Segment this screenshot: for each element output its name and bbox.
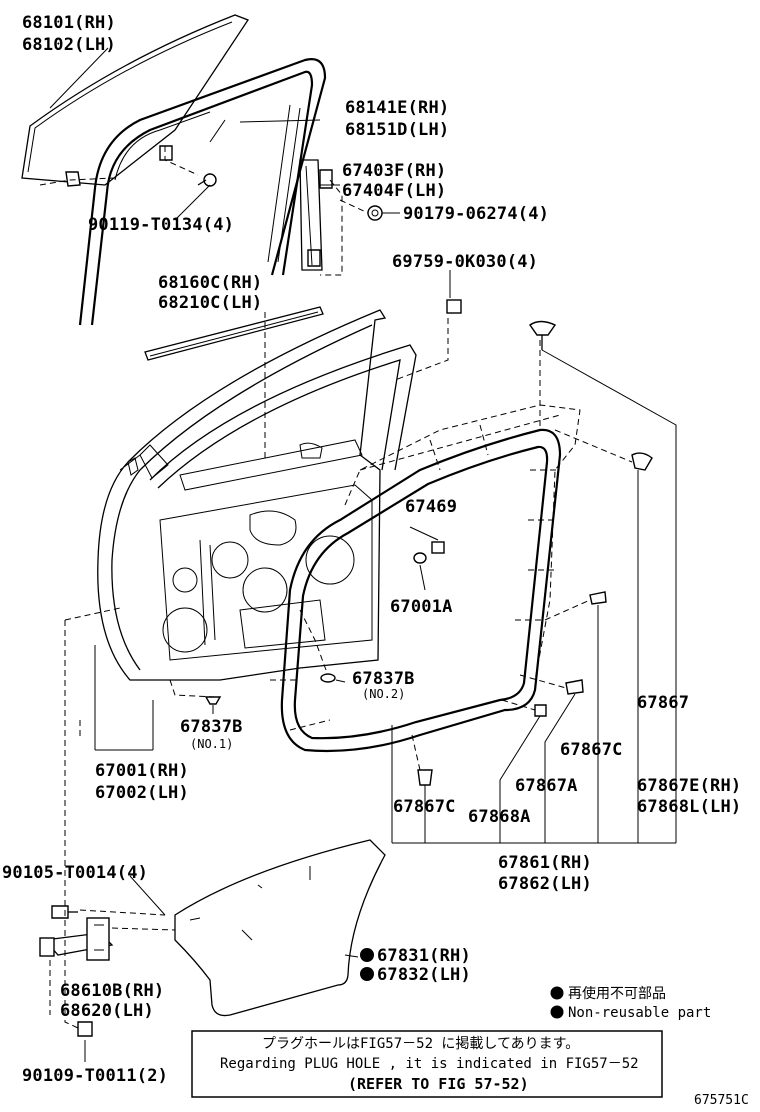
note-english: Regarding PLUG HOLE , it is indicated in…	[220, 1056, 639, 1072]
top-clip-drawing	[446, 299, 462, 314]
plug-b1-drawing	[204, 696, 222, 705]
legend-japanese: 再使用不可部品	[568, 985, 666, 1002]
svg-text:67837B: 67837B	[352, 669, 415, 689]
svg-text:68610B(RH): 68610B(RH)	[60, 981, 164, 1001]
svg-text:(NO.1): (NO.1)	[190, 737, 233, 751]
sash-bolt-drawing	[367, 205, 383, 221]
weatherstrip-drawing	[270, 404, 581, 753]
svg-text:67831(RH): 67831(RH)	[377, 946, 471, 966]
label-clip-67868a: 67868A	[468, 807, 531, 827]
hinge-bolt-drawing	[51, 905, 78, 919]
svg-text:67832(LH): 67832(LH)	[377, 965, 471, 985]
weatherstrip-clips-drawing	[417, 320, 653, 786]
legend-english: Non-reusable part	[568, 1005, 711, 1021]
svg-text:68151D(LH): 68151D(LH)	[345, 120, 449, 140]
label-check: 68610B(RH) 68620(LH)	[60, 981, 164, 1021]
label-clip-top: 69759-0K030(4)	[392, 252, 538, 272]
svg-text:67837B: 67837B	[180, 717, 243, 737]
label-bolt-sash: 90179-06274(4)	[403, 204, 549, 224]
rear-sash-drawing	[299, 159, 333, 271]
svg-text:67404F(LH): 67404F(LH)	[342, 181, 446, 201]
label-plug-b2: 67837B (NO.2)	[352, 669, 415, 701]
svg-text:67001(RH): 67001(RH)	[95, 761, 189, 781]
svg-text:67403F(RH): 67403F(RH)	[342, 161, 446, 181]
check-bolt-drawing	[77, 1021, 93, 1037]
label-glass: 68101(RH) 68102(LH)	[22, 13, 116, 55]
svg-text:67002(LH): 67002(LH)	[95, 783, 189, 803]
non-reusable-marker-icon	[550, 1005, 564, 1019]
plug-b2-drawing	[320, 673, 336, 683]
label-clip-67867e: 67867E(RH) 67868L(LH)	[637, 776, 741, 817]
door-panel-drawing	[97, 309, 417, 681]
plug-a-drawing	[413, 552, 427, 564]
non-reusable-marker-icon	[550, 986, 564, 1000]
run-channel-drawing	[78, 58, 327, 326]
door-check-drawing	[39, 917, 114, 961]
label-belt-moulding: 68160C(RH) 68210C(LH)	[158, 273, 262, 313]
svg-text:68101(RH): 68101(RH)	[22, 13, 116, 33]
label-plug-b1: 67837B (NO.1)	[180, 717, 243, 751]
svg-text:68620(LH): 68620(LH)	[60, 1001, 154, 1021]
label-bolt-hinge: 90105-T0014(4)	[2, 863, 148, 883]
svg-text:68102(LH): 68102(LH)	[22, 35, 116, 55]
service-hole-cover-drawing	[174, 839, 386, 1017]
label-plug-a: 67001A	[390, 597, 453, 617]
cushion-drawing	[431, 541, 445, 554]
label-service-hole-cover: 67831(RH) 67832(LH)	[360, 946, 471, 985]
label-clip-67867: 67867	[637, 693, 689, 713]
leader-lines	[39, 47, 677, 1062]
door-glass-drawing	[21, 14, 249, 187]
note-refer: (REFER TO FIG 57-52)	[348, 1075, 529, 1093]
svg-text:68210C(LH): 68210C(LH)	[158, 293, 262, 313]
figure-code: 675751C	[694, 1093, 749, 1108]
label-bolt-check: 90109-T0011(2)	[22, 1066, 168, 1086]
label-clip-67867c-left: 67867C	[393, 797, 456, 817]
label-bolt-glass: 90119-T0134(4)	[88, 215, 234, 235]
label-cushion: 67469	[405, 497, 457, 517]
label-run-channel: 68141E(RH) 68151D(LH)	[345, 98, 449, 140]
svg-text:67867E(RH): 67867E(RH)	[637, 776, 741, 796]
svg-text:68141E(RH): 68141E(RH)	[345, 98, 449, 118]
label-clip-67867a: 67867A	[515, 776, 578, 796]
legend: 再使用不可部品 Non-reusable part	[550, 985, 711, 1021]
svg-text:67861(RH): 67861(RH)	[498, 853, 592, 873]
svg-text:68160C(RH): 68160C(RH)	[158, 273, 262, 293]
label-weatherstrip: 67861(RH) 67862(LH)	[498, 853, 592, 894]
plug-hole-note-box: プラグホールはFIG57－52 に掲載してあります。 Regarding PLU…	[191, 1030, 663, 1098]
svg-text:67868L(LH): 67868L(LH)	[637, 797, 741, 817]
label-sash: 67403F(RH) 67404F(LH)	[342, 161, 446, 201]
label-clip-67867c-right: 67867C	[560, 740, 623, 760]
svg-text:67862(LH): 67862(LH)	[498, 874, 592, 894]
glass-bolt-drawing	[197, 173, 217, 187]
svg-text:(NO.2): (NO.2)	[362, 687, 405, 701]
belt-moulding-drawing	[144, 306, 324, 361]
note-japanese: プラグホールはFIG57－52 に掲載してあります。	[262, 1036, 579, 1052]
label-panel: 67001(RH) 67002(LH)	[95, 761, 189, 803]
